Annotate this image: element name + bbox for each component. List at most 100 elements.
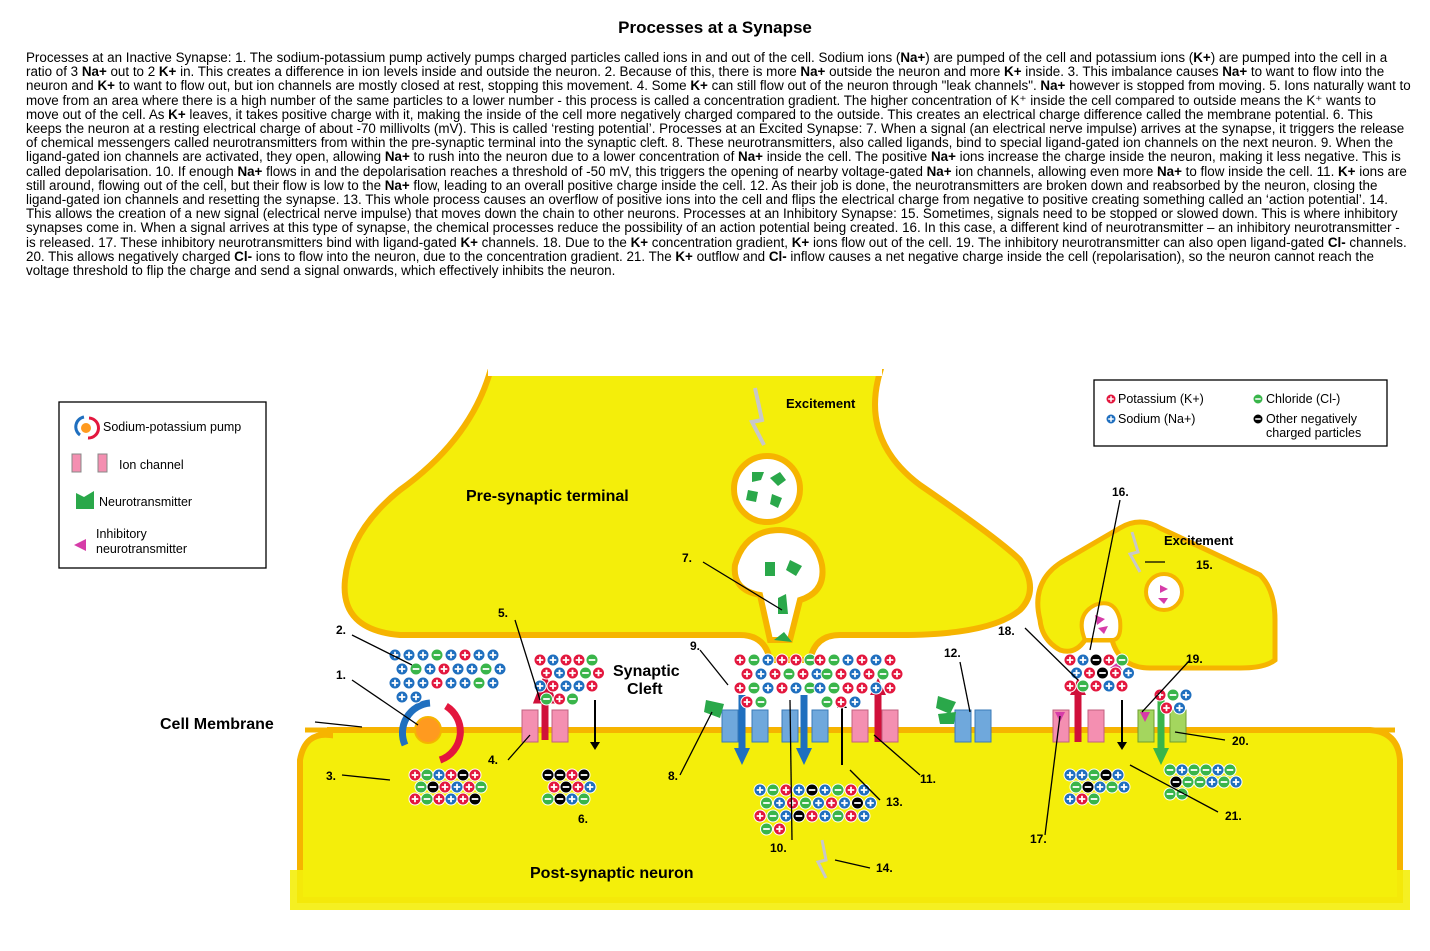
sodium-ion-sign	[461, 679, 469, 687]
pump-icon	[81, 423, 91, 433]
ion-term: K+	[158, 64, 177, 80]
legend-right: Potassium (K+) Sodium (Na+) Chloride (Cl…	[1093, 379, 1388, 447]
paragraph-text: to flow inside the cell. 11.	[1181, 163, 1339, 179]
paragraph-text: ions to flow into the neuron, due to the…	[252, 248, 676, 264]
sodium-ion-sign	[1182, 691, 1190, 699]
sodium-ion-sign	[575, 682, 583, 690]
page-title: Processes at a Synapse	[618, 18, 812, 37]
paragraph-text: concentration gradient,	[648, 234, 792, 250]
step-number: 9.	[690, 639, 700, 653]
sodium-ion-sign	[419, 679, 427, 687]
step-number: 16.	[1112, 485, 1129, 499]
ion-term: Na+	[926, 163, 952, 179]
potassium-ion-sign	[465, 783, 473, 791]
ion-term: K+	[791, 234, 810, 250]
ion-term: K+	[1338, 163, 1356, 179]
ion-term: Cl-	[768, 248, 787, 264]
paragraph-text: inside the cell. The positive	[762, 149, 931, 165]
ion-term: Na+	[900, 50, 926, 65]
step-number: 14.	[876, 861, 893, 875]
paragraph-text: ions flow out of the cell. 19. The inhib…	[809, 234, 1328, 250]
sodium-ion-sign	[867, 799, 874, 807]
cleft-label-2: Cleft	[627, 681, 663, 698]
potassium-ion-sign	[808, 812, 816, 820]
step-number: 11.	[920, 772, 936, 786]
ion-term: Na+	[81, 64, 107, 80]
potassium-ion-sign	[1108, 396, 1114, 402]
potassium-ion-sign	[461, 651, 469, 659]
ion-term: K+	[690, 78, 708, 94]
sodium-ion-sign	[454, 665, 462, 673]
sodium-ion-sign	[1105, 682, 1113, 690]
potassium-ion-sign	[569, 669, 576, 677]
sodium-ion-sign	[489, 651, 497, 659]
cleft-label-1: Synaptic	[613, 663, 680, 680]
paragraph-text: inside. 3. This imbalance causes	[1021, 64, 1223, 80]
step-number: 2.	[336, 623, 346, 637]
ion-term: Cl-	[234, 248, 253, 264]
step-numbers: 1. 2. 3. 4. 5. 6. 7. 8. 9. 10. 11. 12. 1…	[326, 485, 1249, 875]
legend-pump-label: Sodium-potassium pump	[103, 420, 241, 434]
ion-channel-icon	[71, 453, 82, 473]
step-number: 19.	[1186, 652, 1203, 666]
potassium-ion-sign	[588, 682, 596, 690]
potassium-ion-sign	[743, 670, 751, 678]
ion-term: Na+	[738, 149, 763, 165]
sodium-ion-sign	[792, 684, 800, 692]
sodium-ion-sign	[568, 795, 576, 803]
paragraph-text: flows in and the depolarisation reaches …	[262, 163, 927, 179]
ion-term: K+	[460, 234, 478, 250]
sodium-ion-sign	[756, 786, 764, 794]
potassium-ion-sign	[411, 771, 419, 779]
sodium-ion-sign	[1214, 766, 1222, 774]
paragraph-text: outflow and	[692, 248, 769, 264]
paragraph-text: Processes at an Inactive Synapse: 1. The…	[26, 50, 901, 65]
potassium-ion-sign	[556, 695, 563, 703]
paragraph-text: to rush into the neuron due to a lower c…	[409, 149, 739, 165]
paragraph-text: ) are pumped into the cell in a ratio of…	[26, 50, 1388, 80]
potassium-ion-sign	[433, 679, 441, 687]
sodium-ion-sign	[795, 786, 803, 794]
paragraph-text: inflow causes a net negative charge insi…	[26, 248, 1374, 279]
potassium-ion-sign	[595, 669, 602, 677]
legend-chloride-label: Chloride (Cl-)	[1266, 392, 1340, 406]
ion-term: Na+	[930, 149, 956, 165]
paragraph-text: to want to flow into the neuron and	[26, 64, 1385, 94]
sodium-ion-sign	[1096, 783, 1104, 791]
potassium-ion-sign	[574, 783, 582, 791]
potassium-ion-sign	[893, 670, 901, 678]
paragraph-text: ion channels, allowing even more	[951, 163, 1158, 179]
sodium-ion-sign	[475, 651, 483, 659]
ion-term: K+	[675, 248, 693, 264]
legend-other-label-2: charged particles	[1266, 426, 1361, 440]
potassium-ion-sign	[471, 771, 479, 779]
sodium-ion-sign	[841, 799, 848, 807]
potassium-ion-sign	[828, 799, 835, 807]
ion-term: Na+	[1222, 64, 1248, 80]
membrane-label: Cell Membrane	[160, 716, 274, 733]
sodium-ion-sign	[1114, 771, 1122, 779]
sodium-ion-sign	[419, 651, 427, 659]
legend-sodium-label: Sodium (Na+)	[1118, 412, 1195, 426]
paragraph-text: outside the neuron and more	[825, 64, 1005, 80]
potassium-ion-sign	[771, 670, 779, 678]
sodium-ion-sign	[851, 670, 859, 678]
ion-term: K+	[97, 78, 115, 94]
ion-term: Na+	[384, 177, 410, 193]
legend-inhibitory-label-1: Inhibitory	[96, 527, 147, 541]
potassium-ion-sign	[441, 783, 449, 791]
sodium-ion-sign	[872, 656, 880, 664]
potassium-ion-sign	[778, 684, 786, 692]
potassium-ion-sign	[562, 656, 570, 664]
sodium-ion-sign	[556, 669, 563, 677]
paragraph-text: out to 2	[106, 64, 159, 80]
potassium-ion-sign	[1092, 682, 1100, 690]
potassium-ion-sign	[1118, 682, 1126, 690]
step-number: 5.	[498, 606, 508, 620]
vesicle	[731, 453, 803, 525]
neurotransmitter-icon	[76, 491, 94, 509]
sodium-ion-sign	[398, 693, 406, 701]
paragraph-text: to want to flow out, but ion channels ar…	[114, 78, 691, 94]
inhibitory-icon	[74, 539, 86, 551]
